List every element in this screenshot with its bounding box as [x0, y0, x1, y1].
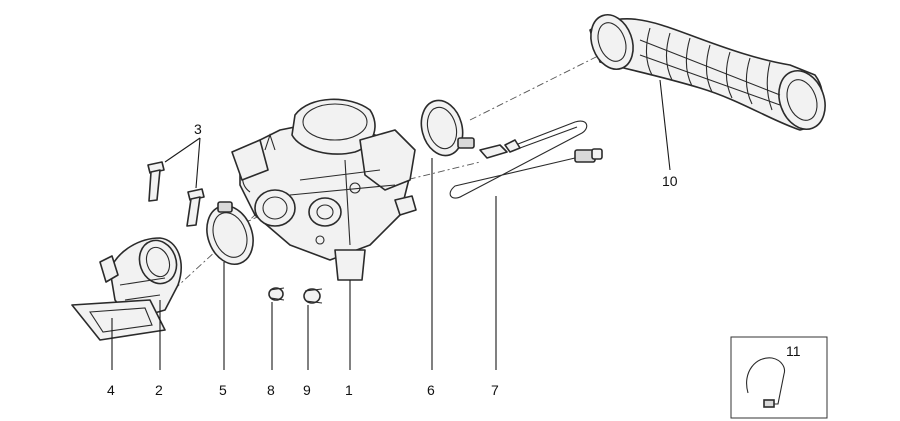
- callout-8: 8: [267, 382, 275, 398]
- part-2-intake-manifold: [99, 237, 182, 321]
- part-8-spring-clip: [268, 287, 285, 301]
- part-11-connector: [763, 399, 775, 408]
- part-10-intake-hose: [589, 14, 826, 131]
- part-6-hose-clamp: [420, 99, 475, 157]
- part-4-gasket: [71, 299, 166, 341]
- callout-1: 1: [345, 382, 353, 398]
- part-3-bolts: [147, 161, 205, 227]
- callout-11: 11: [786, 343, 801, 359]
- part-7-sensor-cable: [449, 120, 603, 199]
- callout-2: 2: [155, 382, 163, 398]
- callout-6: 6: [427, 382, 435, 398]
- callout-5: 5: [219, 382, 227, 398]
- leader-lines: [111, 79, 671, 370]
- part-11-wire-ring: [746, 357, 786, 405]
- callout-4: 4: [107, 382, 115, 398]
- callout-labels: 3 4 2 5 8 9 1 6 7 10 11: [107, 121, 801, 398]
- callout-10: 10: [662, 173, 678, 189]
- alignment-line-hose: [469, 54, 601, 121]
- callout-3: 3: [194, 121, 202, 137]
- callout-9: 9: [303, 382, 311, 398]
- part-9-spring-clip: [303, 288, 323, 304]
- part-5-clamp: [206, 201, 254, 265]
- part-1-carburetor: [231, 98, 417, 281]
- inset-part-11: [730, 336, 828, 419]
- callout-7: 7: [491, 382, 499, 398]
- inset-frame: [730, 336, 828, 419]
